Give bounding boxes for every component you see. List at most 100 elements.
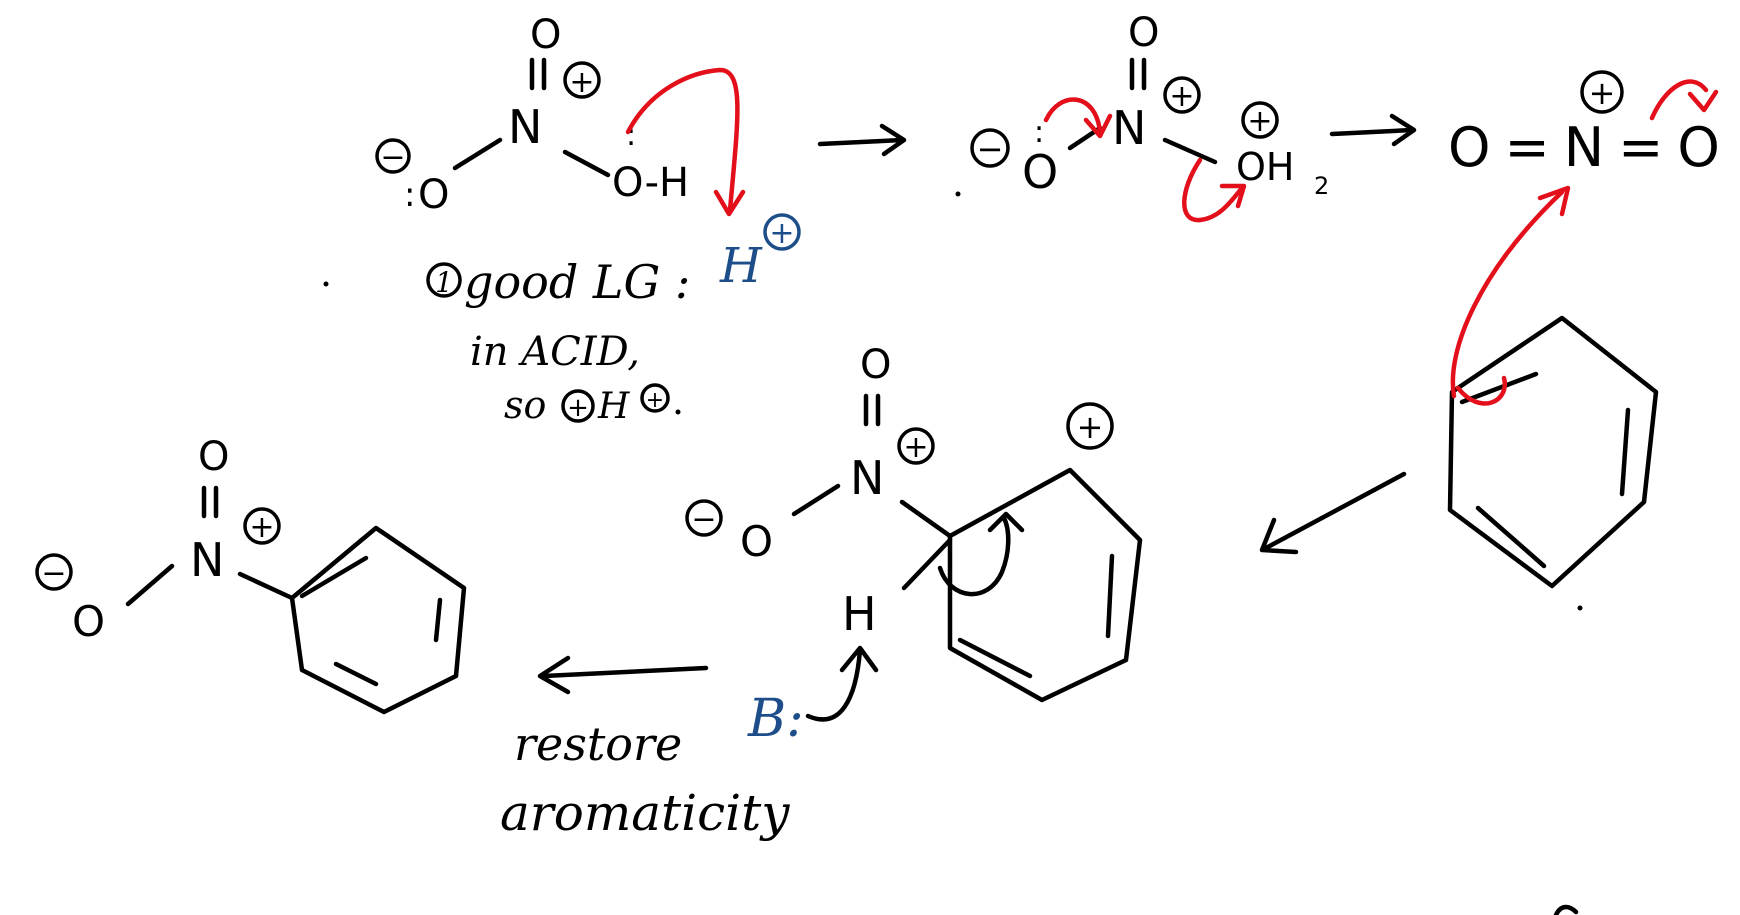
minus-charge-3 [685, 499, 723, 537]
benzene [1447, 315, 1659, 589]
minus-charge [375, 138, 411, 174]
nitrobenzene: O + N − O [35, 434, 467, 715]
atom-n: N [508, 100, 542, 154]
double-bond-3 [863, 393, 881, 427]
minus-sign-2: − [977, 130, 1004, 168]
curved-arrow-lone-pair [1043, 97, 1103, 135]
minus-sign-3: − [691, 502, 716, 537]
note-line-3: so [504, 383, 546, 427]
curved-arrow-leaving [1182, 157, 1245, 223]
curved-arrow-no-head [1687, 89, 1719, 113]
reaction-arrow-3-head [1259, 517, 1299, 555]
partial-stroke [1553, 904, 1579, 915]
curved-arrow-lone-pair-head [1083, 113, 1113, 139]
minus-sign-4: − [41, 556, 66, 591]
minus-charge-4 [35, 553, 73, 591]
plus-charge-3 [897, 427, 935, 465]
note-good-lg: 1 good LG : in ACID, so + H + [426, 255, 690, 427]
curved-arrow-restore [937, 515, 1011, 597]
bond-n-ring [899, 499, 953, 539]
double-bond [529, 57, 547, 91]
minus-sign: − [380, 140, 405, 175]
product-double-2 [433, 597, 443, 643]
curved-arrow-base-head [839, 645, 879, 673]
so-plus: + [567, 393, 589, 423]
caption-restore: restore [514, 717, 682, 771]
protonated-nitric-acid: O + N − O : OH 2 + [970, 10, 1329, 200]
nitronium-ion: O=N=O + [1448, 70, 1734, 179]
atom-h: H [842, 587, 877, 641]
bond-n-o-3 [791, 483, 841, 517]
lone-pair-2: : [1034, 115, 1044, 150]
step-number-circle [426, 262, 462, 298]
atom-o-left-4: O [72, 597, 105, 646]
reaction-arrow-1-head [879, 123, 907, 157]
so-plus-circle [561, 389, 595, 423]
caption-aromaticity: aromaticity [500, 784, 790, 842]
curved-arrow-leaving-head [1219, 183, 1247, 209]
bond-n-ring-4 [237, 571, 295, 601]
atom-o-top-4: O [198, 434, 229, 480]
note-line-1: good LG : [464, 255, 690, 309]
atom-oh2-sub: 2 [1314, 172, 1329, 200]
h-plus-charge [763, 213, 801, 251]
minus-charge-2 [970, 128, 1010, 168]
base-label: B: [747, 689, 804, 749]
h-plus-label: H [719, 238, 763, 294]
plus-sign-2: + [1169, 79, 1194, 114]
h-plus-sign: + [769, 216, 794, 251]
reaction-arrow-3 [1263, 471, 1407, 551]
proton: H + [719, 213, 801, 294]
lone-pair: : [404, 175, 415, 215]
curved-arrow-attack-head [1537, 185, 1571, 217]
nitronium-plus-sign: + [1589, 74, 1616, 112]
plus-charge-4 [243, 507, 281, 545]
reaction-arrow-2-head [1389, 113, 1417, 147]
double-bond-2 [1129, 57, 1147, 91]
product-double-3 [333, 661, 379, 687]
sigma-double-2 [957, 637, 1033, 679]
benzene-double-1 [1459, 371, 1539, 405]
step-number: 1 [435, 266, 453, 299]
plus-sign-4: + [249, 510, 274, 545]
bond-c-h [901, 537, 953, 591]
reaction-arrow-4 [541, 665, 709, 679]
product-ring [289, 525, 467, 715]
curved-arrow-restore-head [987, 511, 1025, 533]
curved-arrow-protonation [625, 67, 740, 213]
double-bond-4 [201, 485, 219, 519]
benzene-double-2 [1619, 407, 1631, 497]
atom-o-left-3: O [740, 517, 773, 566]
ring-plus-sign: + [1077, 408, 1104, 446]
bond-n-o-left [452, 137, 503, 171]
so-h-plus-circle [640, 383, 670, 413]
atom-o-left: O [418, 172, 449, 218]
plus-sign-3: + [903, 430, 928, 465]
atom-o-top: O [530, 12, 561, 58]
stray-dot-3 [1577, 605, 1583, 611]
bond-n-oh [562, 149, 611, 178]
atom-o-top-2: O [1128, 10, 1159, 56]
reaction-arrow-2 [1329, 127, 1415, 137]
sigma-complex: O + N − O + H [685, 342, 1143, 703]
ring-plus [1066, 402, 1114, 450]
bond-n-o-4 [125, 563, 175, 607]
curved-arrow-base [805, 647, 863, 722]
plus-sign-oh2: + [1247, 104, 1272, 139]
stray-dot-1 [323, 281, 329, 287]
so-h-plus: + [646, 388, 664, 413]
plus-charge-2 [1163, 76, 1201, 114]
curved-arrow-attack [1450, 189, 1565, 399]
nitronium-formula: O=N=O [1448, 116, 1734, 179]
atom-o-left-2: O [1022, 145, 1058, 199]
reaction-arrow-1 [817, 137, 905, 147]
bond-n-oh2 [1162, 137, 1218, 165]
nitric-acid: O + N O : − O-H : [375, 12, 689, 218]
plus-sign: + [569, 65, 594, 100]
atom-o-top-3: O [860, 342, 891, 388]
atom-n-3: N [850, 451, 884, 505]
atom-n-2: N [1112, 101, 1146, 155]
atom-oh: O-H [612, 160, 689, 206]
